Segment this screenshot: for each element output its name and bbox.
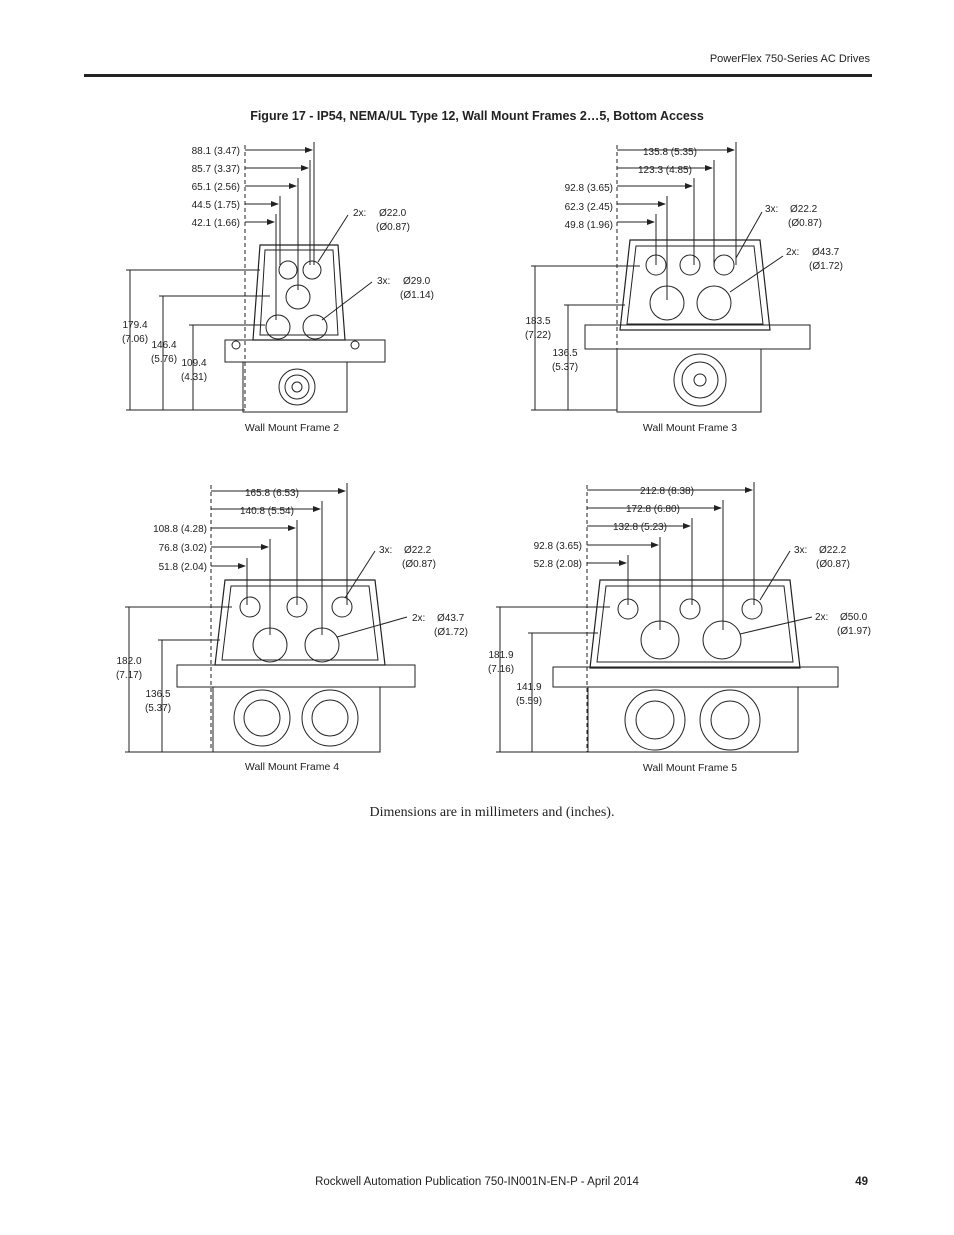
callout-label: (Ø1.72): [809, 261, 843, 272]
callout-label: Ø22.2: [819, 545, 847, 556]
frame-2-drawing: [126, 142, 386, 413]
height-label: (5.59): [516, 696, 542, 707]
callout-label: 2x:: [412, 613, 425, 624]
callout-label: (Ø0.87): [402, 559, 436, 570]
callout-label: (Ø0.87): [816, 559, 850, 570]
dim-label: 44.5 (1.75): [192, 200, 240, 211]
dim-label: 49.8 (1.96): [565, 220, 613, 231]
height-label: 136.5: [145, 689, 170, 700]
height-label: (5.37): [552, 362, 578, 373]
frame-5-labels: 212.8 (8.38) 172.8 (6.80) 132.8 (5.23) 9…: [488, 486, 871, 774]
dim-label: 135.8 (5.35): [643, 147, 697, 158]
callout-label: (Ø0.87): [788, 218, 822, 229]
height-label: 136.5: [552, 348, 577, 359]
frame-3-drawing: [531, 142, 811, 413]
dim-label: 62.3 (2.45): [565, 202, 613, 213]
callout-label: Ø22.2: [790, 204, 818, 215]
dim-label: 140.8 (5.54): [240, 506, 294, 517]
height-label: 141.9: [516, 682, 541, 693]
dim-label: 108.8 (4.28): [153, 524, 207, 535]
callout-label: (Ø0.87): [376, 222, 410, 233]
dim-label: 212.8 (8.38): [640, 486, 694, 497]
running-header: PowerFlex 750-Series AC Drives: [709, 53, 870, 65]
page-number: 49: [855, 1176, 868, 1188]
dim-label: 88.1 (3.47): [192, 146, 240, 157]
height-label: (7.06): [122, 334, 148, 345]
callout-label: 2x:: [786, 247, 799, 258]
frame-4-labels: 165.8 (6.53) 140.8 (5.54) 108.8 (4.28) 7…: [116, 488, 468, 773]
dim-label: 52.8 (2.08): [534, 559, 582, 570]
dim-label: 65.1 (2.56): [192, 182, 240, 193]
dim-label: 132.8 (5.23): [613, 522, 667, 533]
frame-5-drawing: [496, 482, 839, 753]
header-rule: [84, 74, 872, 77]
dim-label: 172.8 (6.80): [626, 504, 680, 515]
frame-caption: Wall Mount Frame 5: [643, 762, 737, 774]
callout-label: 2x:: [815, 612, 828, 623]
height-label: 183.5: [525, 316, 550, 327]
dim-label: 165.8 (6.53): [245, 488, 299, 499]
height-label: (4.31): [181, 372, 207, 383]
height-label: (7.17): [116, 670, 142, 681]
frame-caption: Wall Mount Frame 3: [643, 422, 737, 434]
callout-label: (Ø1.14): [400, 290, 434, 301]
dim-label: 92.8 (3.65): [534, 541, 582, 552]
frame-2-labels: 88.1 (3.47) 85.7 (3.37) 65.1 (2.56) 44.5…: [122, 146, 434, 434]
callout-label: 3x:: [794, 545, 807, 556]
callout-label: Ø22.2: [404, 545, 432, 556]
frame-4-drawing: [125, 483, 416, 753]
height-label: 179.4: [122, 320, 147, 331]
callout-label: Ø29.0: [403, 276, 431, 287]
dim-label: 76.8 (3.02): [159, 543, 207, 554]
footer-publication: Rockwell Automation Publication 750-IN00…: [315, 1176, 639, 1188]
frame-3-labels: 135.8 (5.35) 123.3 (4.85) 92.8 (3.65) 62…: [525, 147, 843, 434]
dim-label: 85.7 (3.37): [192, 164, 240, 175]
frame-caption: Wall Mount Frame 2: [245, 422, 339, 434]
figure-title: Figure 17 - IP54, NEMA/UL Type 12, Wall …: [250, 109, 704, 123]
callout-label: 3x:: [377, 276, 390, 287]
dim-label: 92.8 (3.65): [565, 183, 613, 194]
dim-label: 123.3 (4.85): [638, 165, 692, 176]
height-label: (7.22): [525, 330, 551, 341]
dim-label: 42.1 (1.66): [192, 218, 240, 229]
callout-label: (Ø1.97): [837, 626, 871, 637]
height-label: 182.0: [116, 656, 141, 667]
dimensions-note: Dimensions are in millimeters and (inche…: [369, 805, 615, 820]
callout-label: 3x:: [765, 204, 778, 215]
callout-label: Ø50.0: [840, 612, 868, 623]
height-label: (5.76): [151, 354, 177, 365]
callout-label: 2x:: [353, 208, 366, 219]
dim-label: 51.8 (2.04): [159, 562, 207, 573]
frame-caption: Wall Mount Frame 4: [245, 761, 339, 773]
height-label: 146.4: [151, 340, 176, 351]
height-label: 181.9: [488, 650, 513, 661]
height-label: (7.16): [488, 664, 514, 675]
callout-label: Ø43.7: [812, 247, 840, 258]
height-label: 109.4: [181, 358, 206, 369]
callout-label: 3x:: [379, 545, 392, 556]
callout-label: Ø43.7: [437, 613, 465, 624]
callout-label: Ø22.0: [379, 208, 407, 219]
height-label: (5.37): [145, 703, 171, 714]
callout-label: (Ø1.72): [434, 627, 468, 638]
